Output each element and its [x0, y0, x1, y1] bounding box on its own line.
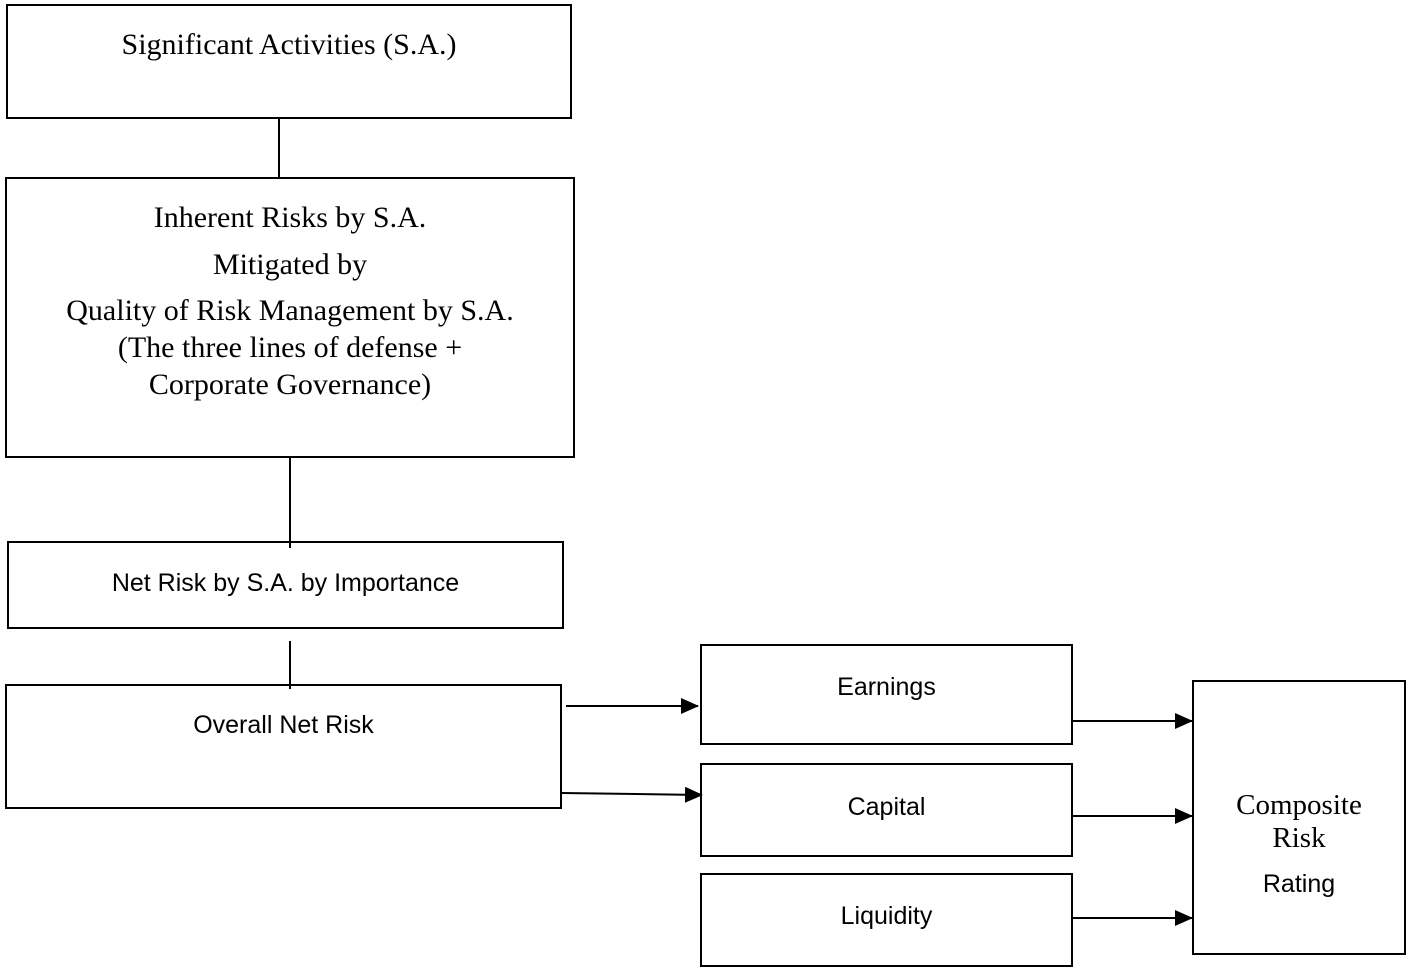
arrow-overall-to-capital — [561, 786, 703, 803]
liquidity-box: Liquidity — [700, 873, 1073, 967]
three-lines-of-defense-label: (The three lines of defense + — [117, 331, 463, 364]
overall-net-risk-box: Overall Net Risk — [5, 684, 562, 809]
risk-label: Risk — [1272, 822, 1326, 854]
overall-net-risk-label: Overall Net Risk — [193, 711, 374, 739]
earnings-box: Earnings — [700, 644, 1073, 745]
mitigated-by-label: Mitigated by — [212, 248, 368, 281]
net-risk-box: Net Risk by S.A. by Importance — [7, 541, 564, 629]
net-risk-label: Net Risk by S.A. by Importance — [111, 569, 460, 597]
liquidity-label: Liquidity — [840, 902, 933, 930]
capital-box: Capital — [700, 763, 1073, 857]
earnings-label: Earnings — [837, 673, 936, 701]
corporate-governance-label: Corporate Governance) — [148, 368, 432, 401]
composite-risk-rating-box: Composite Risk Rating — [1192, 680, 1406, 955]
capital-label: Capital — [847, 793, 926, 821]
quality-risk-management-label: Quality of Risk Management by S.A. — [66, 294, 514, 327]
significant-activities-label: Significant Activities (S.A.) — [121, 28, 457, 61]
composite-label: Composite — [1236, 789, 1362, 821]
significant-activities-box: Significant Activities (S.A.) — [6, 4, 572, 119]
rating-label: Rating — [1262, 870, 1336, 898]
inherent-risks-box: Inherent Risks by S.A. Mitigated by Qual… — [5, 177, 575, 458]
inherent-risks-label: Inherent Risks by S.A. — [153, 201, 427, 234]
